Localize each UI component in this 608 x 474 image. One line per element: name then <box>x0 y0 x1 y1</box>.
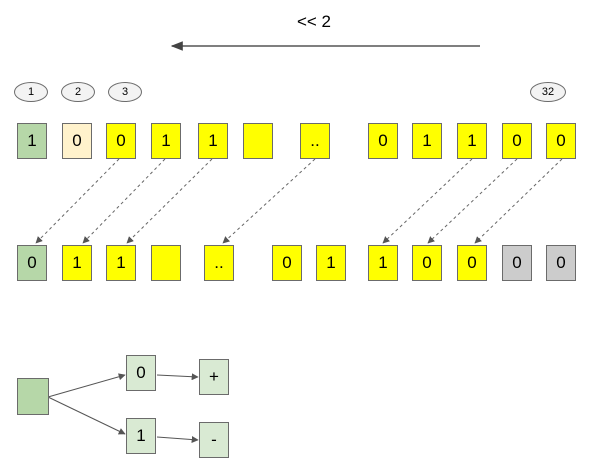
sign-tree-branch-0: 0 <box>126 355 156 391</box>
position-label-3: 3 <box>108 82 142 102</box>
bottom-bit-26: 0 <box>272 245 302 281</box>
position-label-2: 2 <box>61 82 95 102</box>
bottom-bit-32: 0 <box>546 245 576 281</box>
top-bit-4: 1 <box>151 123 181 159</box>
sign-tree-result-plus: + <box>199 359 229 395</box>
tree-arrow-1-minus <box>156 436 199 444</box>
shift-label: << 2 <box>296 12 332 31</box>
bottom-bit-2: 1 <box>62 245 92 281</box>
shift-arrow-2 <box>82 158 166 244</box>
top-bit-1: 1 <box>17 123 47 159</box>
shift-arrow-6 <box>427 158 518 244</box>
shift-arrow-7 <box>474 158 563 244</box>
top-bit-6 <box>243 123 273 159</box>
sign-tree-result-minus: - <box>199 422 229 458</box>
sign-tree-branch-1: 1 <box>126 418 156 454</box>
top-bit-32: 0 <box>546 123 576 159</box>
bottom-bit-ellipsis: .. <box>204 245 234 281</box>
bottom-bit-29: 0 <box>412 245 442 281</box>
top-bit-3: 0 <box>106 123 136 159</box>
top-bit-30: 1 <box>457 123 487 159</box>
bottom-bit-27: 1 <box>316 245 346 281</box>
bottom-bit-28: 1 <box>368 245 398 281</box>
top-bit-31: 0 <box>502 123 532 159</box>
shift-arrow-4 <box>222 158 316 244</box>
position-label-32: 32 <box>530 82 566 102</box>
tree-arrow-root-1 <box>47 396 126 435</box>
bottom-bit-1: 0 <box>17 245 47 281</box>
bottom-bit-4 <box>151 245 181 281</box>
top-bit-29: 1 <box>412 123 442 159</box>
top-bit-5: 1 <box>198 123 228 159</box>
position-label-1: 1 <box>14 82 48 102</box>
shift-arrow-1 <box>35 158 120 244</box>
tree-arrow-root-0 <box>47 373 126 398</box>
top-bit-28: 0 <box>368 123 398 159</box>
top-bit-2: 0 <box>62 123 92 159</box>
shift-arrow-3 <box>126 158 213 244</box>
sign-tree-root <box>17 378 49 415</box>
bottom-bit-30: 0 <box>457 245 487 281</box>
bottom-bit-31: 0 <box>502 245 532 281</box>
top-bit-ellipsis: .. <box>300 123 330 159</box>
tree-arrow-0-plus <box>156 373 199 381</box>
bottom-bit-3: 1 <box>106 245 136 281</box>
shift-arrow-5 <box>382 158 473 244</box>
